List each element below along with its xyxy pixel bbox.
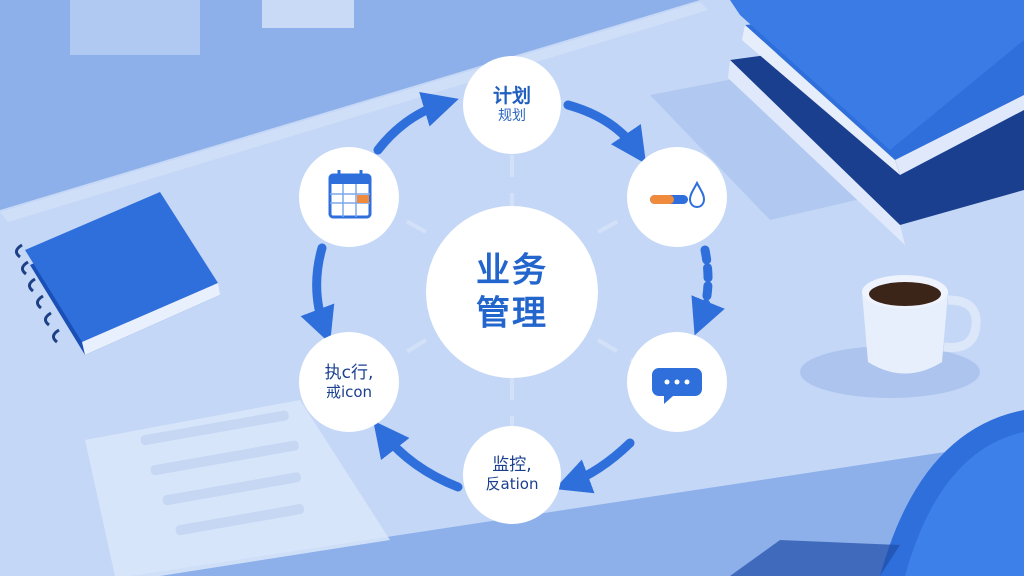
arrow-monitor-to-execute: [373, 420, 463, 492]
node-execute-title: 执c行,: [324, 362, 374, 383]
node-plan-label: 计划 规划: [493, 85, 531, 125]
node-monitor[interactable]: [463, 426, 561, 524]
node-monitor-label: 监控, 反ation: [486, 455, 539, 493]
book-stack: [728, 0, 1024, 245]
node-plan-title: 计划: [492, 85, 532, 108]
office-chair: [730, 410, 1024, 576]
node-monitor-title: 监控,: [492, 454, 532, 475]
node-execute[interactable]: [299, 332, 399, 432]
cycle-arrows: [300, 91, 725, 494]
wall-frame-right: [262, 0, 354, 28]
center-title-line2: 管理: [476, 293, 548, 333]
node-plan-subtitle: 规划: [497, 108, 526, 124]
arrow-plan-to-tool: [563, 100, 647, 164]
desk-mat: [650, 70, 900, 220]
center-title-line1: 业务: [476, 250, 548, 291]
node-execute-subtitle: 戒icon: [325, 383, 373, 402]
cycle-spokes: [388, 155, 637, 438]
node-execute-label: 执c行, 戒icon: [325, 363, 374, 401]
arrow-communicate-to-monitor: [554, 438, 635, 494]
node-plan[interactable]: [463, 56, 561, 154]
chat-bubble-icon: [652, 368, 702, 404]
arrow-schedule-to-execute: [300, 243, 335, 344]
wall-frame-left: [70, 0, 200, 55]
paper-sheet: [85, 400, 390, 576]
arrow-schedule-to-plan: [373, 91, 459, 155]
center-title: 业务 管理: [476, 250, 548, 335]
arrow-tool-to-communicate: [691, 245, 725, 336]
coffee-mug: [800, 275, 981, 398]
spiral-notebook: [15, 192, 220, 355]
node-monitor-subtitle: 反ation: [485, 475, 539, 494]
calendar-icon: [328, 170, 372, 219]
progress-bar-drop-icon: [650, 180, 706, 209]
center-circle: [426, 206, 598, 378]
desk-edge: [0, 2, 708, 222]
